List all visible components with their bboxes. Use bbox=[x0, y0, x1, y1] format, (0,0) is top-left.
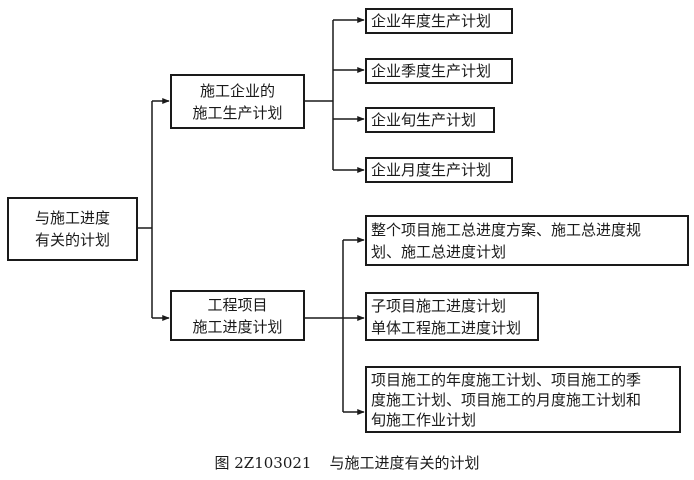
leaf-line: 度施工计划、项目施工的月度施工计划和 bbox=[371, 391, 642, 409]
figure-title: 与施工进度有关的计划 bbox=[329, 454, 480, 472]
leaf-text: 企业季度生产计划 bbox=[371, 62, 492, 80]
leaf-periodic-construction-plans: 项目施工的年度施工计划、项目施工的季 度施工计划、项目施工的月度施工计划和 旬施… bbox=[365, 366, 681, 433]
leaf-overall-project-schedule: 整个项目施工总进度方案、施工总进度规 划、施工总进度计划 bbox=[365, 215, 689, 266]
figure-caption: 图 2Z103021 与施工进度有关的计划 bbox=[0, 452, 694, 473]
branch-1-line-1: 施工企业的 bbox=[199, 81, 275, 100]
branch-node-project-schedule: 工程项目 施工进度计划 bbox=[170, 290, 305, 341]
leaf-text: 企业月度生产计划 bbox=[371, 161, 492, 179]
leaf-text: 企业年度生产计划 bbox=[371, 12, 492, 30]
branch-1-line-2: 施工生产计划 bbox=[192, 103, 283, 122]
branch-2-line-1: 工程项目 bbox=[207, 295, 268, 314]
leaf-line: 旬施工作业计划 bbox=[371, 411, 477, 429]
leaf-line: 整个项目施工总进度方案、施工总进度规 bbox=[371, 221, 642, 239]
leaf-enterprise-ten-day-plan: 企业旬生产计划 bbox=[365, 107, 495, 133]
leaf-line: 子项目施工进度计划 bbox=[371, 297, 507, 315]
leaf-subproject-schedule: 子项目施工进度计划 单体工程施工进度计划 bbox=[365, 292, 539, 341]
leaf-text: 企业旬生产计划 bbox=[371, 111, 477, 129]
root-node-line-2: 有关的计划 bbox=[34, 231, 110, 249]
leaf-line: 项目施工的年度施工计划、项目施工的季 bbox=[371, 371, 642, 389]
leaf-enterprise-monthly-plan: 企业月度生产计划 bbox=[365, 157, 513, 183]
figure-number: 图 2Z103021 bbox=[214, 454, 312, 472]
leaf-line: 划、施工总进度计划 bbox=[371, 243, 507, 261]
leaf-line: 单体工程施工进度计划 bbox=[371, 319, 522, 337]
root-node-line-1: 与施工进度 bbox=[34, 209, 110, 227]
leaf-enterprise-annual-plan: 企业年度生产计划 bbox=[365, 8, 513, 34]
root-node: 与施工进度 有关的计划 bbox=[7, 197, 138, 261]
branch-node-enterprise-plan: 施工企业的 施工生产计划 bbox=[170, 74, 305, 129]
branch-2-line-2: 施工进度计划 bbox=[192, 317, 283, 336]
leaf-enterprise-quarterly-plan: 企业季度生产计划 bbox=[365, 58, 513, 84]
